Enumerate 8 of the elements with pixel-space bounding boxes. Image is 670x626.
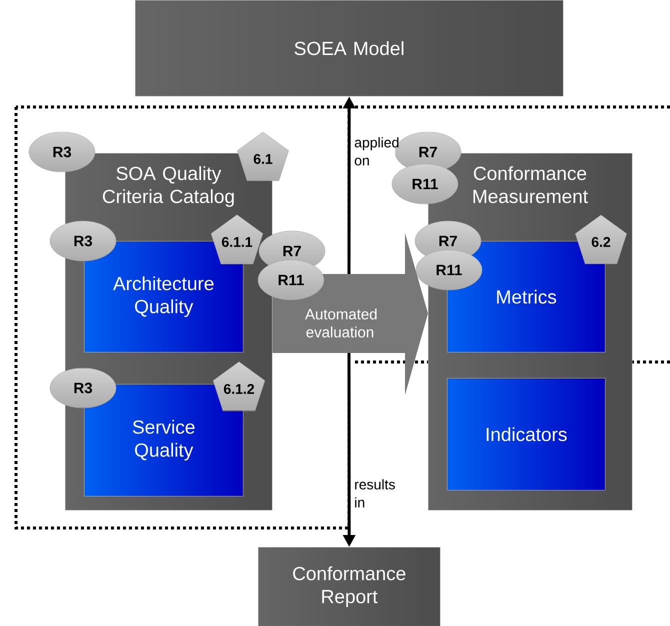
edge-label: results in xyxy=(353,478,396,508)
process-box: Conformance Report xyxy=(258,547,440,626)
edge-label: Automated evaluation xyxy=(304,308,377,338)
section-badge: 6.1 xyxy=(237,132,289,182)
edge-label: applied on xyxy=(353,136,398,166)
process-box: Indicators xyxy=(447,378,606,490)
process-box: SOEA Model xyxy=(135,0,564,96)
requirement-badge: R3 xyxy=(28,132,96,172)
